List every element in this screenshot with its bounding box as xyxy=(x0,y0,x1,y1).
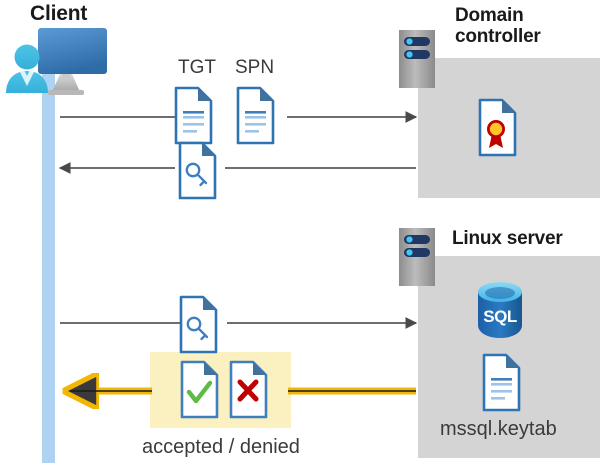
tgt-label: TGT xyxy=(178,57,216,78)
certificate-document-icon xyxy=(478,98,517,157)
cross-document-icon xyxy=(229,360,268,419)
client-lifeline xyxy=(42,68,55,463)
linux-server-title: Linux server xyxy=(452,228,563,249)
keytab-document-icon xyxy=(482,353,521,412)
client-title: Client xyxy=(30,2,88,25)
svg-text:SQL: SQL xyxy=(483,307,517,326)
service-ticket-document-icon xyxy=(179,295,218,354)
client-workstation-icon xyxy=(6,28,107,95)
decision-highlight-box xyxy=(150,352,291,428)
domain-controller-server-icon xyxy=(399,30,435,88)
ticket-key-document-icon xyxy=(178,141,217,200)
keytab-filename-label: mssql.keytab xyxy=(440,418,557,440)
accepted-denied-label: accepted / denied xyxy=(142,436,300,458)
linux-server-server-icon xyxy=(399,228,435,286)
tgt-document-icon xyxy=(174,86,213,145)
sql-database-icon: SQL xyxy=(478,282,522,338)
spn-document-icon xyxy=(236,86,275,145)
domain-controller-title: Domain controller xyxy=(455,5,541,48)
spn-label: SPN xyxy=(235,57,275,78)
check-document-icon xyxy=(180,360,219,419)
